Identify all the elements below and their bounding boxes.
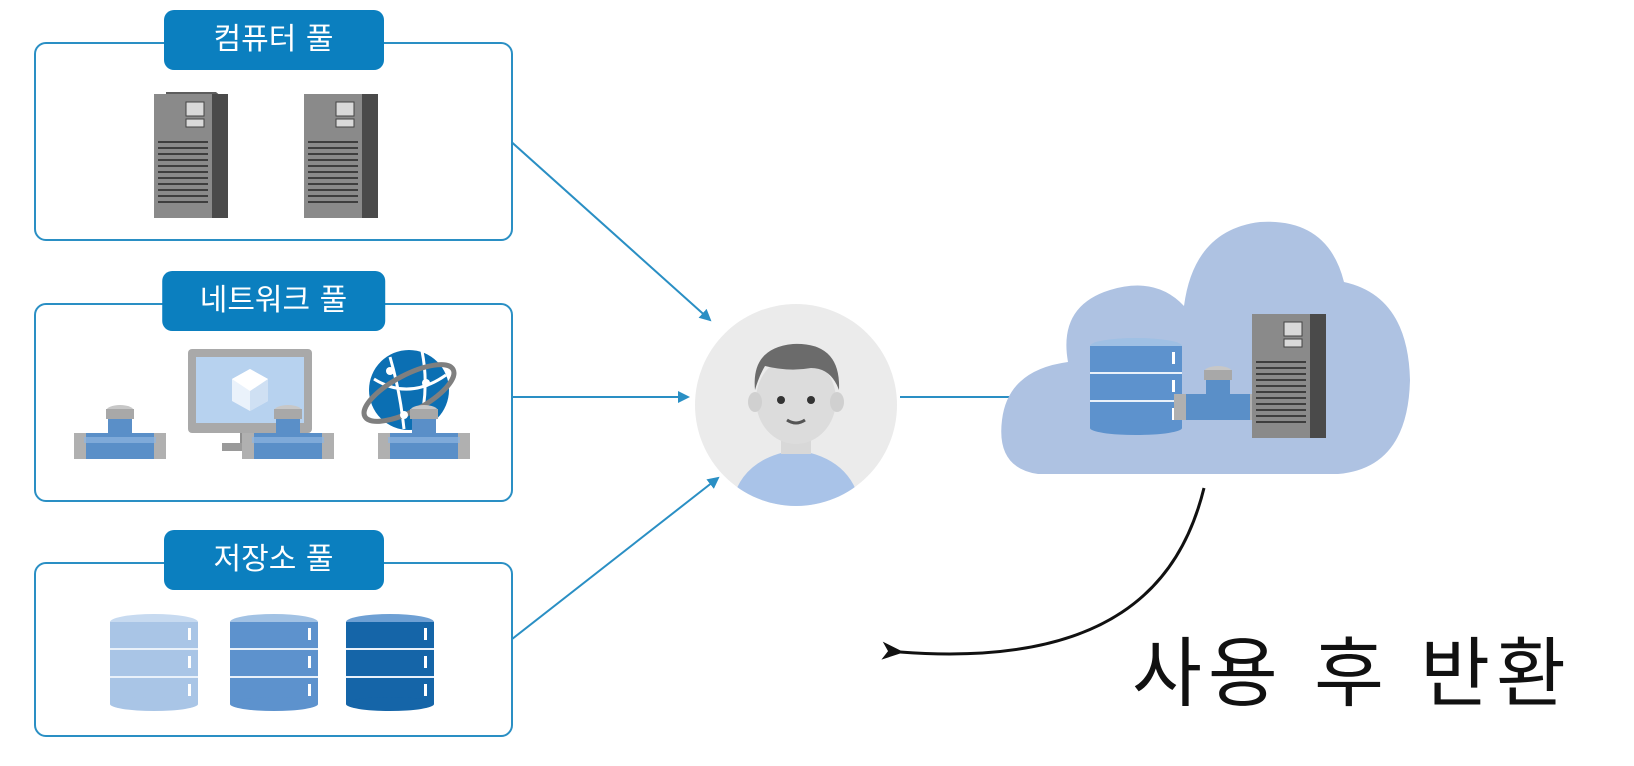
user-avatar-icon [695,304,897,506]
computer-pool: 컴퓨터 풀 [34,10,513,241]
return-label: 사용 후 반환 [1132,629,1572,718]
database-icon [1090,338,1182,435]
pipe-connector-icon [74,405,166,459]
database-medium-icon [230,614,318,711]
server-tower-icon [304,94,378,218]
database-dark-icon [346,614,434,711]
network-pool-title: 네트워크 풀 [161,271,386,331]
database-light-icon [110,614,198,711]
arrow-computer-to-user [506,137,712,322]
storage-pool: 저장소 풀 [34,530,513,737]
network-pool: 네트워크 풀 [34,271,513,502]
cloud-icon [1001,221,1410,474]
pipe-connector-icon [1174,366,1262,420]
server-tower-icon [1252,314,1326,438]
arrow-storage-to-user [506,476,720,644]
pipe-connector-icon [242,405,334,459]
computer-pool-title: 컴퓨터 풀 [163,10,384,70]
storage-pool-title: 저장소 풀 [163,530,384,590]
server-tower-icon [154,92,228,218]
return-arrow [881,487,1206,660]
pipe-connector-icon [378,405,470,459]
